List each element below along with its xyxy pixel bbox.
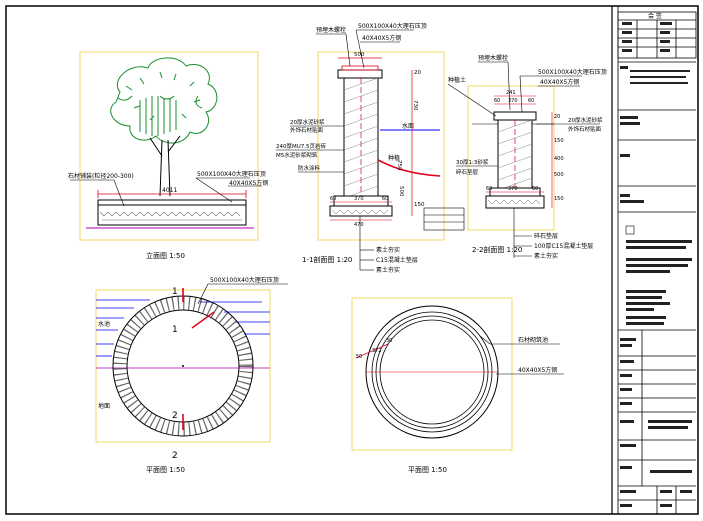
plan-left-mark-top-2: 1 xyxy=(172,325,178,335)
section-1-dim-b2: 60 xyxy=(382,196,388,202)
elevation-label-right-1: 500X100X40大理石压顶 xyxy=(197,170,266,178)
tree-trunk xyxy=(149,135,181,197)
section-2-left-label-2: 30厚1:3砂浆 xyxy=(456,158,489,166)
elevation-view: 4011 石材铺装(粒径200-300) 500X100X40大理石压顶 40X… xyxy=(68,51,268,260)
title-block xyxy=(611,5,699,515)
section-1-title: 1-1剖面图 1:20 xyxy=(302,255,352,264)
section-2-dim-b2: 60 xyxy=(532,186,538,192)
section-2-right-label-2: 外饰石材贴面 xyxy=(568,125,602,133)
section-2-dim-b1: 370 xyxy=(508,186,518,192)
plan-left-title: 平面图 1:50 xyxy=(146,466,185,474)
section-1-legend-3: 素土夯实 xyxy=(376,266,400,274)
section-1-frame xyxy=(317,51,445,241)
plan-right-dim-2: 372 xyxy=(372,348,382,354)
section-2-left-label-1: 种植土 xyxy=(448,76,466,84)
section-1-left-label-2: 外饰石材贴面 xyxy=(290,126,324,134)
section-1-cap xyxy=(337,69,383,79)
section-2-title: 2-2剖面图 1:20 xyxy=(472,245,522,254)
section-1-left-label-4: M5水泥砂浆砌筑 xyxy=(276,151,318,159)
plan-left-label-top: 500X100X40大理石压顶 xyxy=(210,276,279,284)
tree-icon xyxy=(110,57,218,144)
section-1-dim-r0: 20 xyxy=(414,70,421,76)
planter-cap xyxy=(97,199,247,206)
section-1-top-label-3: 40X40X5方钢 xyxy=(362,34,401,42)
plan-view-right: 50 372 30 石材砌筑池 40X40X5方钢 平面图 1:50 xyxy=(351,297,564,474)
elevation-label-left: 石材铺装(粒径200-300) xyxy=(68,172,134,180)
section-1-planting-label: 种植 xyxy=(388,154,400,162)
section-2-left-label-3: 碎石垫层 xyxy=(456,168,479,176)
section-2-legend-3: 素土夯实 xyxy=(534,252,558,260)
section-1-left-label-5: 防水涂料 xyxy=(298,164,321,172)
plan-left-mark-bottom: 2 xyxy=(172,411,178,421)
section-2-dim-mid-0: 60 xyxy=(494,98,500,104)
planter-body xyxy=(97,204,247,226)
section-2-dim-r4: 150 xyxy=(554,196,564,202)
elevation-label-right-2: 40X40X5方钢 xyxy=(229,179,268,187)
section-2-right-label-1: 20厚水泥砂浆 xyxy=(568,116,603,124)
plan-right-title: 平面图 1:50 xyxy=(408,466,447,474)
section-1-top-label-2: 500X100X40大理石压顶 xyxy=(358,22,427,30)
plan-view-left: 1 1 2 2 500X100X40大理石压顶 水池 地面 平面图 1:50 xyxy=(95,276,288,474)
section-2-frame xyxy=(467,85,555,231)
section-1-top-label-1: 预埋木螺栓 xyxy=(316,26,346,34)
elevation-frame xyxy=(79,51,259,241)
section-1-dim-r1: 730 xyxy=(412,100,418,111)
section-2-dim-b0: 60 xyxy=(486,186,492,192)
section-1-dim-b0: 60 xyxy=(330,196,336,202)
section-2-dim-r1: 150 xyxy=(554,138,564,144)
plan-left-mark-bottom-2: 2 xyxy=(172,451,178,461)
plan-left-label-bottom-left: 地面 xyxy=(98,402,110,410)
section-1-dim-r3: 500 xyxy=(398,186,404,197)
plan-left-label-left: 水池 xyxy=(98,320,110,328)
section-1-water-label: 水面 xyxy=(402,122,414,130)
section-2-dim-r2: 400 xyxy=(554,156,564,162)
section-2-dim-mid-2: 60 xyxy=(528,98,534,104)
section-1-dim-b1: 370 xyxy=(354,196,364,202)
section-1-left-label-1: 20厚水泥砂浆 xyxy=(290,118,325,126)
plan-right-label-2: 40X40X5方钢 xyxy=(518,366,557,374)
plan-left-mark-top: 1 xyxy=(172,287,178,297)
section-2-dim-r0: 20 xyxy=(554,114,560,120)
section-1-dim-r2: 750 xyxy=(396,160,402,171)
section-1-1: 水面 种植 500 20 730 750 500 150 60 370 60 4… xyxy=(276,22,465,274)
elevation-dim-width: 4011 xyxy=(162,187,177,194)
title-block-text-bars xyxy=(620,22,692,507)
plan-right-dim-3: 30 xyxy=(386,338,392,344)
planting-slope xyxy=(377,159,441,177)
section-1-dim-top: 500 xyxy=(354,52,365,58)
section-2-top-label-3: 40X40X5方钢 xyxy=(540,78,579,86)
section-2-legend-2: 100厚C15混凝土垫层 xyxy=(534,242,593,250)
plan-left-ring-blocks xyxy=(113,296,253,436)
section-2-top-label-1: 预埋木螺栓 xyxy=(478,54,508,62)
section-2-cap xyxy=(493,111,537,121)
section-2-2: 241 60 370 60 20 150 400 500 150 60 370 … xyxy=(447,54,607,260)
section-2-top-label-2: 500X100X40大理石压顶 xyxy=(538,68,607,76)
section-2-legend-1: 碎石垫层 xyxy=(534,232,558,240)
section-1-dim-r4: 150 xyxy=(414,202,425,208)
section-1-legend-1: 素土夯实 xyxy=(376,246,400,254)
section-1-legend-2: C15混凝土垫层 xyxy=(376,256,418,264)
section-1-left-label-3: 240厚MU7.5页岩砖 xyxy=(276,142,327,150)
section-1-dim-total: 470 xyxy=(354,222,364,228)
section-2-dim-mid-1: 370 xyxy=(508,98,518,104)
plan-right-dim-left: 50 xyxy=(356,354,362,360)
title-block-header: 会 签 xyxy=(648,12,662,20)
plan-right-label-1: 石材砌筑池 xyxy=(518,336,548,344)
planter-stone-hatch xyxy=(99,211,242,221)
elevation-title: 立面图 1:50 xyxy=(146,251,185,260)
section-2-dim-r3: 500 xyxy=(554,172,564,178)
section-2-dim-top-0: 241 xyxy=(506,90,516,96)
